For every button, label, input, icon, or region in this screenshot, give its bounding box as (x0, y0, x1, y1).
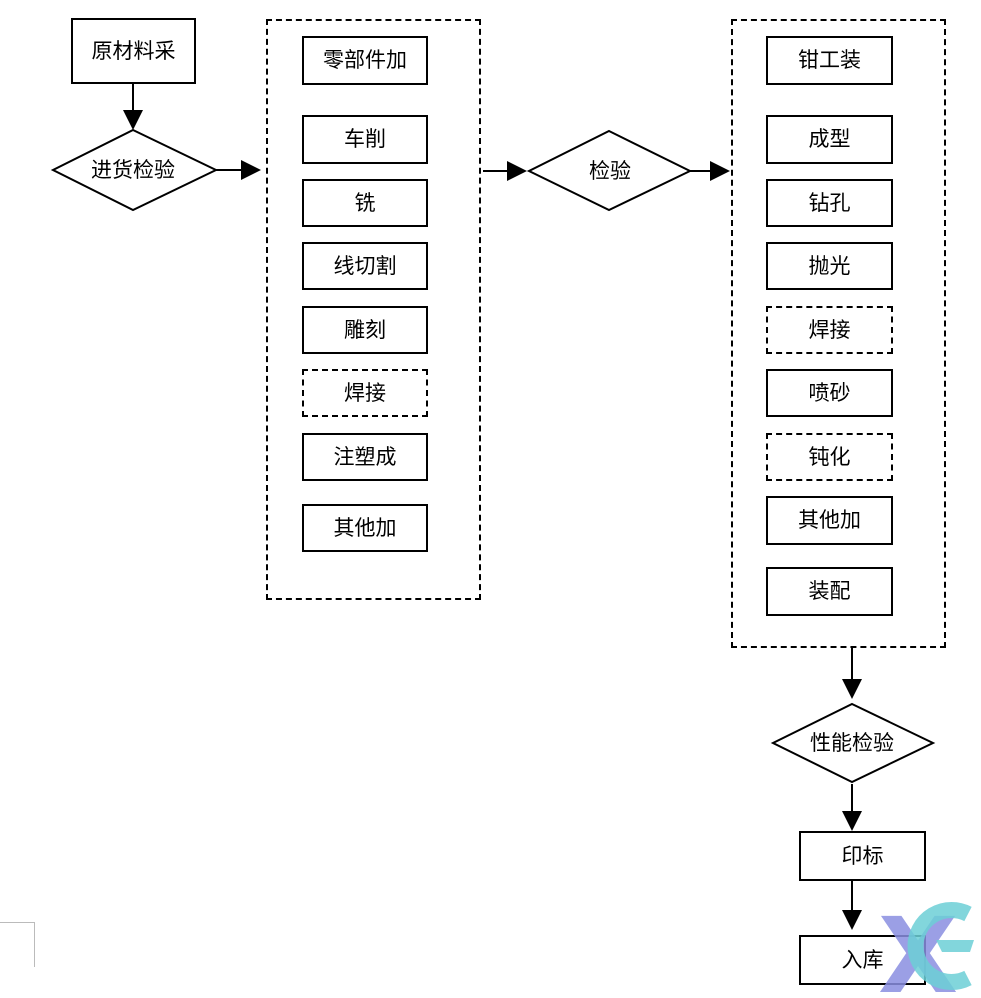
parts-step-label: 铣 (354, 190, 376, 215)
assembly-step-label: 钻孔 (808, 190, 851, 215)
parts-step-box: 雕刻 (302, 306, 428, 354)
parts-step-box: 线切割 (302, 242, 428, 290)
assembly-step-label: 成型 (808, 127, 851, 151)
assembly-step-box: 成型 (766, 115, 893, 164)
assembly-step-label: 抛光 (808, 253, 851, 278)
parts-step-box: 车削 (302, 115, 428, 164)
incoming-inspection-label: 进货检验 (91, 157, 175, 182)
assembly-step-box-optional: 焊接 (766, 306, 893, 354)
parts-step-box: 铣 (302, 179, 428, 227)
parts-step-label: 车削 (344, 127, 386, 151)
parts-step-box: 其他加 (302, 504, 428, 552)
assembly-group (731, 19, 946, 648)
parts-processing-group (266, 19, 481, 600)
assembly-step-box: 钻孔 (766, 179, 893, 227)
parts-step-label: 注塑成 (333, 444, 397, 469)
raw-material-label: 原材料采 (91, 38, 176, 63)
marking-label: 印标 (841, 843, 884, 868)
raw-material-box: 原材料采 (71, 18, 196, 84)
parts-step-label: 零部件加 (323, 48, 407, 72)
performance-inspection-diamond (770, 702, 936, 784)
assembly-step-box: 装配 (766, 567, 893, 616)
parts-step-label: 焊接 (344, 380, 386, 405)
warehousing-label: 入库 (841, 947, 884, 972)
parts-step-box-optional: 焊接 (302, 369, 428, 417)
assembly-step-label: 喷砂 (808, 380, 851, 405)
assembly-step-label: 装配 (808, 579, 851, 603)
parts-step-box: 零部件加 (302, 36, 428, 85)
performance-inspection-label: 性能检验 (810, 730, 894, 755)
incoming-inspection-diamond (50, 128, 219, 212)
assembly-step-box-optional: 钝化 (766, 433, 893, 481)
inspection-diamond (526, 129, 693, 212)
assembly-step-label: 钝化 (808, 444, 851, 469)
marking-box: 印标 (799, 831, 926, 881)
assembly-step-label: 其他加 (798, 508, 861, 532)
parts-step-label: 线切割 (333, 253, 397, 278)
xc-logo: X (878, 895, 974, 998)
parts-step-box: 注塑成 (302, 433, 428, 481)
warehousing-box: 入库 (799, 935, 926, 985)
assembly-step-box: 喷砂 (766, 369, 893, 417)
assembly-step-box: 其他加 (766, 496, 893, 545)
assembly-step-label: 焊接 (808, 317, 851, 342)
parts-step-label: 雕刻 (344, 317, 386, 342)
assembly-step-box: 抛光 (766, 242, 893, 290)
inspection-label: 检验 (589, 158, 631, 183)
assembly-step-label: 钳工装 (798, 48, 861, 72)
page-corner-mark (0, 922, 35, 967)
parts-step-label: 其他加 (333, 515, 397, 540)
assembly-step-box: 钳工装 (766, 36, 893, 85)
